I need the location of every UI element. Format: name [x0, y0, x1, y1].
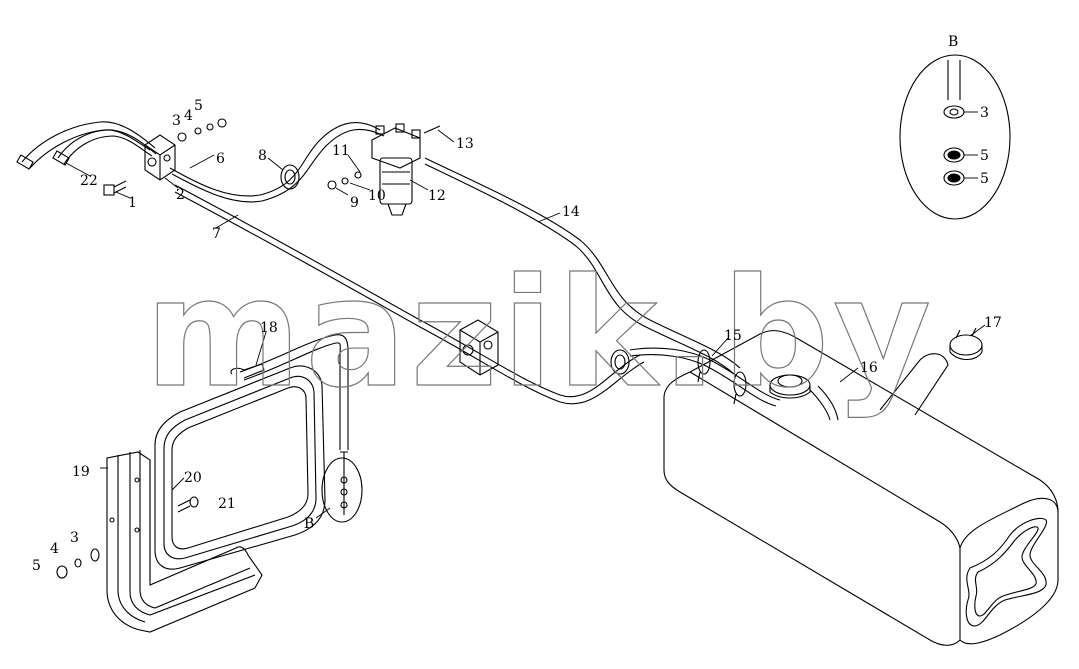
detail-view-b-title: B — [948, 34, 958, 50]
detail-marker-b — [321, 457, 363, 523]
callout-6: 6 — [216, 151, 225, 167]
grommet-tank — [610, 349, 630, 375]
fasteners-9-10-11 — [327, 171, 362, 190]
callout-4: 4 — [184, 108, 193, 124]
callout-8: 8 — [258, 148, 267, 164]
callout-20: 20 — [184, 470, 202, 486]
callout-labels: 1 2 3 4 5 6 7 8 9 10 11 12 13 14 15 16 1… — [32, 34, 1002, 574]
callout-22: 22 — [80, 173, 98, 189]
watermark-text: mazik.by — [145, 247, 935, 421]
detail-callout-3: 3 — [980, 105, 989, 121]
leader-lines — [65, 111, 986, 519]
callout-15: 15 — [724, 328, 742, 344]
detail-callout-5b: 5 — [980, 171, 989, 187]
fuel-tank — [663, 330, 1059, 646]
callout-9: 9 — [350, 195, 359, 211]
callout-14: 14 — [562, 204, 580, 220]
fuel-filter — [371, 123, 421, 216]
callout-2: 2 — [176, 187, 185, 203]
detail-nuts — [947, 150, 961, 183]
callout-1: 1 — [128, 195, 137, 211]
callout-7: 7 — [212, 226, 221, 242]
callout-3: 3 — [172, 113, 181, 129]
bolt-21 — [177, 496, 199, 513]
fuel-line-6 — [169, 122, 385, 203]
callout-13: 13 — [456, 136, 474, 152]
callout-4-lower: 4 — [50, 541, 59, 557]
callout-5-lower: 5 — [32, 558, 41, 574]
callout-21: 21 — [218, 496, 236, 512]
callout-11: 11 — [332, 143, 350, 159]
tank-bracket-19 — [106, 450, 263, 633]
detail-view-b — [899, 54, 1011, 220]
callout-3-lower: 3 — [70, 530, 79, 546]
bolt-13 — [423, 125, 441, 134]
fasteners-345-bottom — [56, 548, 100, 579]
filler-cap — [949, 327, 983, 361]
fuel-line-7 — [174, 184, 645, 405]
callout-18: 18 — [260, 320, 278, 336]
strap-18 — [230, 334, 349, 515]
bolt-1 — [103, 180, 127, 196]
callout-17: 17 — [984, 315, 1002, 331]
fuel-sender — [769, 374, 811, 399]
callout-12: 12 — [428, 188, 446, 204]
bracket-front — [144, 134, 176, 181]
fuel-line-bundle — [16, 121, 157, 170]
callout-16: 16 — [860, 360, 878, 376]
callout-19: 19 — [72, 464, 90, 480]
fuel-line-14 — [424, 157, 741, 375]
bracket-middle — [459, 319, 499, 376]
callout-5: 5 — [194, 98, 203, 114]
detail-callout-5a: 5 — [980, 148, 989, 164]
detail-marker-b-label: B — [304, 516, 314, 532]
callout-10: 10 — [368, 188, 386, 204]
rubber-pad-20 — [154, 365, 326, 570]
grommet-8 — [280, 164, 300, 190]
fasteners-345-top — [177, 118, 227, 142]
